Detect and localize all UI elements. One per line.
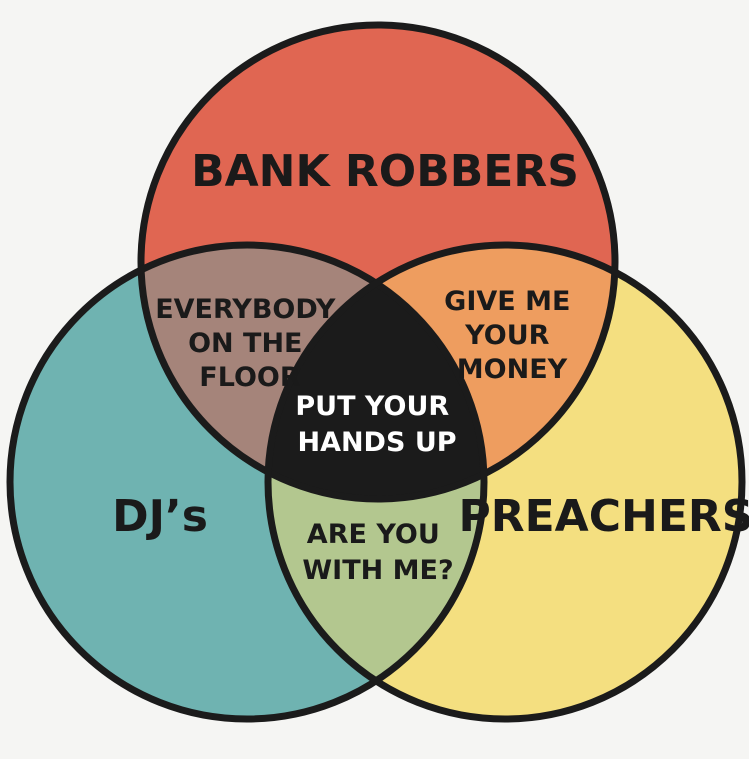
djs-preachers-label: ARE YOU WITH ME? <box>302 519 453 586</box>
djs-outline <box>6 241 488 723</box>
center-overlap <box>268 245 484 499</box>
bank-robbers-label: BANK ROBBERS <box>191 146 579 197</box>
circle-outlines <box>6 21 746 723</box>
bank-robbers-outline <box>137 21 619 503</box>
djs-label: DJ’s <box>112 491 208 542</box>
robbers-preachers-label: GIVE ME YOUR MONEY <box>444 286 580 385</box>
preachers-label: PREACHERS <box>459 491 749 542</box>
center-label: PUT YOUR HANDS UP <box>295 391 458 458</box>
preachers-outline <box>264 241 746 723</box>
robbers-djs-label: EVERYBODY ON THE FLOOR <box>155 294 345 393</box>
